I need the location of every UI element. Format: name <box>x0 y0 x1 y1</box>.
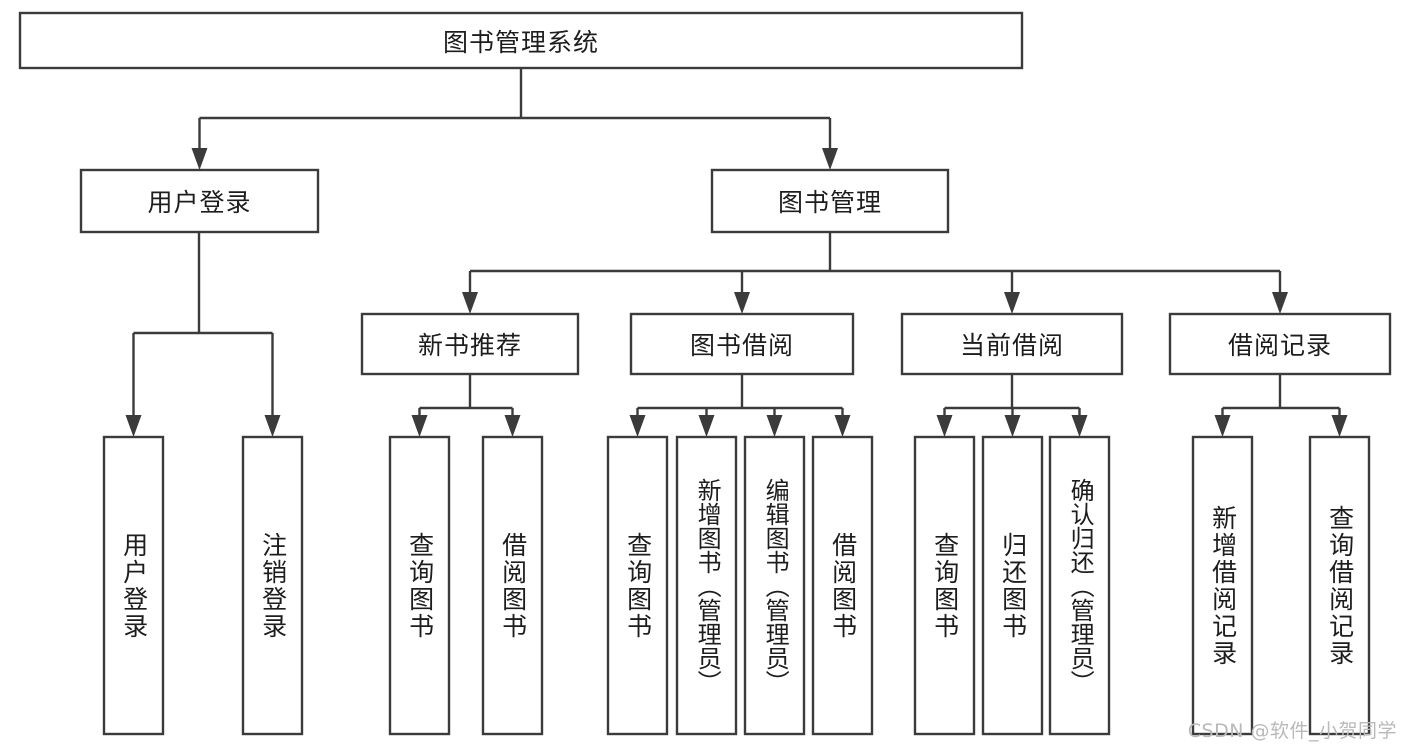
arrow-head-leaf_borrow_query <box>629 415 646 437</box>
arrow-head-leaf_borrow_do <box>834 415 851 437</box>
node-box-l2_current[interactable] <box>900 312 1124 376</box>
connector-layer <box>125 68 1348 437</box>
arrow-head-leaf_rec_add <box>1214 415 1231 437</box>
node-box-l1_book_manage[interactable] <box>710 168 950 234</box>
connector-group-l2_current <box>936 374 1088 437</box>
csdn-watermark: CSDN @软件_小贺同学 <box>1187 720 1397 742</box>
node-box-leaf_cur_confirm[interactable] <box>1048 435 1111 736</box>
node-box-leaf_new_query[interactable] <box>388 435 451 736</box>
connector-group-l2_borrow <box>629 374 851 437</box>
arrow-head-l1_book_manage <box>822 148 838 170</box>
node-box-leaf_borrow_do[interactable] <box>811 435 874 736</box>
node-box-leaf_cur_query[interactable] <box>913 435 976 736</box>
node-box-l2_new_book[interactable] <box>360 312 580 376</box>
connector-group-l2_record <box>1214 374 1348 437</box>
node-layer <box>18 11 1392 736</box>
node-box-leaf_rec_query[interactable] <box>1308 435 1371 736</box>
arrow-head-leaf_user_logout <box>264 415 281 437</box>
arrow-head-leaf_new_borrow <box>504 415 521 437</box>
node-box-l1_user_login[interactable] <box>79 168 320 234</box>
arrow-head-l2_current <box>1004 292 1020 314</box>
arrow-head-leaf_user_login <box>125 415 142 437</box>
node-box-leaf_borrow_add[interactable] <box>675 435 738 736</box>
node-box-l2_record[interactable] <box>1168 312 1392 376</box>
arrow-head-l1_user_login <box>191 148 208 170</box>
node-box-leaf_borrow_edit[interactable] <box>743 435 806 736</box>
arrow-head-leaf_cur_confirm <box>1071 415 1088 437</box>
connector-group-l1_book_manage <box>462 232 1288 314</box>
node-box-leaf_cur_return[interactable] <box>981 435 1044 736</box>
arrow-head-l2_new_book <box>462 292 478 314</box>
node-box-leaf_borrow_query[interactable] <box>606 435 669 736</box>
arrow-head-leaf_borrow_add <box>698 415 715 437</box>
node-box-leaf_user_logout[interactable] <box>241 435 304 736</box>
node-box-leaf_new_borrow[interactable] <box>481 435 544 736</box>
arrow-head-l2_borrow <box>734 292 750 314</box>
arrow-head-leaf_cur_query <box>936 415 953 437</box>
arrow-head-leaf_new_query <box>411 415 428 437</box>
connector-group-l1_user_login <box>125 232 281 437</box>
arrow-head-leaf_cur_return <box>1004 415 1021 437</box>
arrow-head-leaf_rec_query <box>1331 415 1348 437</box>
connector-group-l2_new_book <box>411 374 521 437</box>
node-box-leaf_rec_add[interactable] <box>1191 435 1254 736</box>
arrow-head-leaf_borrow_edit <box>766 415 783 437</box>
connector-group-root <box>191 68 838 170</box>
node-box-leaf_user_login[interactable] <box>102 435 165 736</box>
arrow-head-l2_record <box>1272 292 1288 314</box>
node-box-root[interactable] <box>18 11 1024 70</box>
node-box-l2_borrow[interactable] <box>629 312 855 376</box>
